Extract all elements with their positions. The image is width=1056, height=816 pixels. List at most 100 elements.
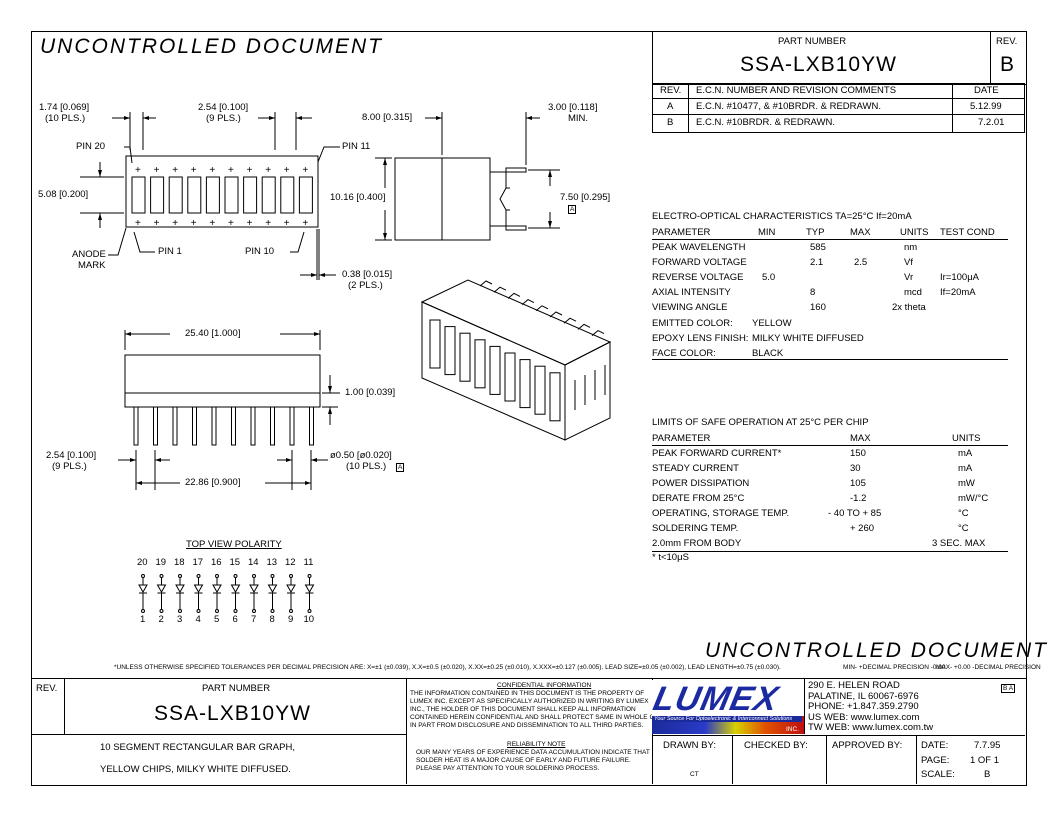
iso-segment [504,352,516,402]
limits-cell-2-2: mW [958,478,975,489]
limits-header-line [652,445,1008,446]
limits-cell-3-0: DERATE FROM 25°C [652,493,745,504]
dim-lead-length-note: MIN. [568,113,589,124]
limits-cell-3-2: mW/°C [958,493,989,504]
revision-table: REV. E.C.N. NUMBER AND REVISION COMMENTS… [652,83,1025,133]
polarity-top-pin-20: 20 [137,557,148,568]
eo-cell-3-4: mcd [904,287,922,298]
polarity-diagram [138,574,315,613]
limits-footnote: * t<10μS [652,552,689,563]
drawn-by-label: DRAWN BY: [663,740,716,751]
eo-header-line [652,239,1008,240]
tolerance-note: *UNLESS OTHERWISE SPECIFIED TOLERANCES P… [114,664,781,671]
eo-header-2: TYP [806,227,825,238]
pin-dot [270,609,275,613]
diode-symbol [138,584,148,594]
polarity-bottom-pin-3: 3 [177,614,183,625]
part-number: SSA-LXB10YW [740,53,897,76]
watermark-bottom: UNCONTROLLED DOCUMENT [705,639,1049,662]
dim-lead-dia-note: (10 PLS.) [346,461,387,472]
eo-cell-1-4: Vf [904,257,913,268]
rev-row-a-date: 5.12.99 [970,101,1002,112]
dim-pitch-bottom: 2.54 [0.100] [46,450,97,461]
limits-cell-5-2: °C [958,523,969,534]
limits-cell-6-2: 3 SEC. MAX [932,538,986,549]
limits-table-title: LIMITS OF SAFE OPERATION AT 25°C PER CHI… [652,417,869,428]
bottom-rev-label: REV. [36,683,58,694]
dim-row-spacing-ref: A [568,205,577,214]
pin-dot [159,609,164,613]
approved-by-label: APPROVED BY: [832,740,903,751]
iso-pin [563,317,577,324]
limits-cell-3-1: -1.2 [850,493,867,504]
address-line-0: 290 E. HELEN ROAD [808,680,900,691]
iso-segment [519,359,531,409]
limits-cell-2-0: POWER DISSIPATION [652,478,750,489]
bottom-block-top [31,678,1026,679]
dim-lead-thickness: 0.38 [0.015] [342,269,393,280]
lead [309,406,314,446]
eo-cell-1-3: 2.5 [854,257,868,268]
limits-header-0: PARAMETER [652,433,711,444]
rev-row-b-date: 7.2.01 [978,117,1005,128]
polarity-top-pin-16: 16 [211,557,222,568]
plus-mark: + [302,218,308,229]
dim-lead-dia-ref: A [396,463,405,472]
plus-mark: + [284,218,290,229]
segment [243,176,258,214]
polarity-top-pin-18: 18 [174,557,185,568]
confidential-line-2: INC., THE HOLDER OF THIS DOCUMENT SHALL … [410,706,636,713]
polarity-title: TOP VIEW POLARITY [186,539,282,550]
lead [250,406,256,446]
eo-prop-value-1: MILKY WHITE DIFFUSED [752,333,864,344]
pin-dot [141,609,145,613]
page-label: PAGE: [921,755,950,766]
eo-cell-3-0: AXIAL INTENSITY [652,287,731,298]
plus-mark: + [209,218,215,229]
eo-prop-value-0: YELLOW [752,318,792,329]
eo-cell-3-5: If=20mA [940,287,976,298]
limits-header-2: UNITS [952,433,981,444]
limits-cell-0-0: PEAK FORWARD CURRENT* [652,448,782,459]
confidential-title: CONFIDENTIAL INFORMATION [497,682,592,689]
confidential-line-1: LUMEX INC. EXCEPT AS SPECIFICALLY AUTHOR… [410,698,649,705]
bottom-part-number: SSA-LXB10YW [154,702,311,725]
polarity-bottom-pin-6: 6 [232,614,238,625]
limits-bottom-line [652,551,1008,552]
dim-pitch-top-note: (9 PLS.) [206,113,241,124]
eo-prop-value-2: BLACK [752,348,784,359]
rev-label: REV. [996,36,1018,47]
iso-pin [577,323,591,330]
page-value: 1 OF 1 [970,755,1000,766]
diode-symbol [175,584,185,594]
eo-header-1: MIN [758,227,776,238]
confidential-line-0: THE INFORMATION CONTAINED IN THIS DOCUME… [410,690,645,697]
polarity-top-pin-19: 19 [155,557,167,568]
pin-dot [233,609,238,613]
plus-mark: + [302,165,308,176]
eo-cell-2-0: REVERSE VOLTAGE [652,272,744,283]
eo-cell-4-2: 160 [810,302,826,313]
polarity-bottom-pin-9: 9 [288,614,294,625]
eo-cell-3-2: 8 [810,287,816,298]
plus-mark: + [154,218,160,229]
watermark-top: UNCONTROLLED DOCUMENT [40,35,384,58]
dim-side-depth: 8.00 [0.315] [362,112,413,123]
limits-cell-6-0: 2.0mm FROM BODY [652,538,742,549]
dim-lead-thickness-note: (2 PLS.) [348,280,383,291]
eo-cell-1-0: FORWARD VOLTAGE [652,257,747,268]
dim-standoff: 1.00 [0.039] [345,387,396,398]
lead [211,406,217,446]
segment [298,176,313,214]
plus-mark: + [228,165,234,176]
dim-lead-width: 1.74 [0.069] [39,102,90,113]
date-col-header: DATE [974,85,999,96]
confidential-line-3: CONTAINED HEREIN CONFIDENTIAL AND SHALL … [410,714,660,721]
plus-mark: + [209,165,215,176]
plus-mark: + [265,165,271,176]
eo-cell-1-2: 2.1 [810,257,824,268]
anode-label-2: MARK [78,260,106,271]
eo-header-4: UNITS [900,227,929,238]
iso-segment [459,332,471,382]
segment [187,176,202,214]
